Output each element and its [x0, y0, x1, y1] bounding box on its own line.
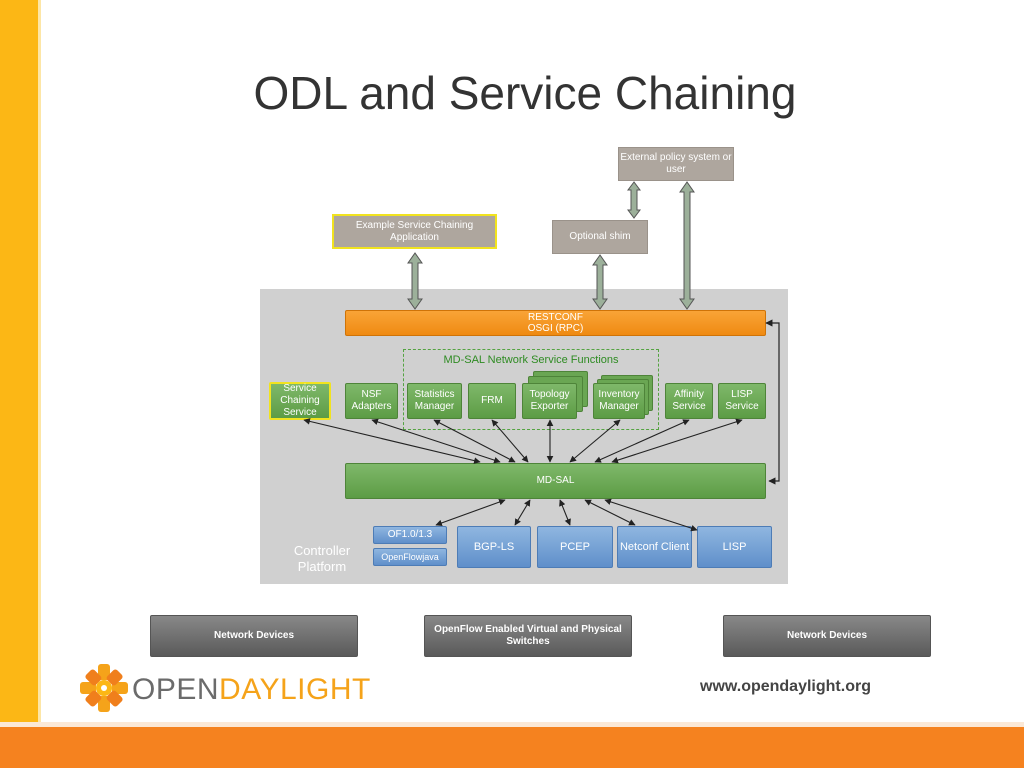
nsf-adapters-box: NSF Adapters — [345, 383, 398, 419]
affinity-service-box: Affinity Service — [665, 383, 713, 419]
pcep-box: PCEP — [537, 526, 613, 568]
external-arrows — [407, 181, 695, 310]
bgp-ls-box: BGP-LS — [457, 526, 531, 568]
logo-daylight: DAYLIGHT — [219, 673, 371, 706]
bottom-divider — [0, 722, 1024, 727]
double-arrow-icon — [592, 254, 608, 310]
example-application-box: Example Service Chaining Application — [332, 214, 497, 249]
external-policy-box: External policy system or user — [618, 147, 734, 181]
bottom-accent-bar — [0, 727, 1024, 768]
double-arrow-icon — [407, 252, 423, 310]
restconf-mdsal-bracket — [765, 319, 780, 485]
service-chaining-box: Service Chaining Service — [269, 382, 331, 420]
optional-shim-box: Optional shim — [552, 220, 648, 254]
of-box: OF1.0/1.3 — [373, 526, 447, 544]
inventory-manager-box: Inventory Manager — [593, 383, 645, 419]
website-url: www.opendaylight.org — [700, 678, 871, 695]
lisp-service-box: LISP Service — [718, 383, 766, 419]
md-sal-bar: MD-SAL — [345, 463, 766, 499]
left-accent-edge — [38, 0, 41, 728]
nsf-group-label: MD-SAL Network Service Functions — [443, 354, 619, 366]
opendaylight-logo-text: OPENDAYLIGHT — [132, 673, 371, 707]
slide-title: ODL and Service Chaining — [253, 67, 797, 119]
left-accent-bar — [0, 0, 38, 768]
nsf-group-border — [403, 349, 659, 430]
opendaylight-flower-icon — [80, 664, 128, 712]
mdsal-southbound-arrows — [435, 498, 698, 532]
service-mdsal-arrows — [303, 418, 743, 464]
frm-box: FRM — [468, 383, 516, 419]
openflowjava-box: OpenFlowjava — [373, 548, 447, 566]
topology-exporter-box: Topology Exporter — [522, 383, 577, 419]
logo-open: OPEN — [132, 673, 220, 706]
controller-platform-label: Controller Platform — [293, 543, 351, 574]
restconf-label: RESTCONF — [528, 312, 583, 323]
double-arrow-icon — [627, 181, 641, 219]
network-devices-right: Network Devices — [723, 615, 931, 657]
openflow-switches-box: OpenFlow Enabled Virtual and Physical Sw… — [424, 615, 632, 657]
lisp-box: LISP — [697, 526, 772, 568]
restconf-bar: RESTCONF OSGI (RPC) — [345, 310, 766, 336]
osgi-label: OSGI (RPC) — [527, 323, 584, 334]
network-devices-left: Network Devices — [150, 615, 358, 657]
double-arrow-icon — [679, 181, 695, 310]
